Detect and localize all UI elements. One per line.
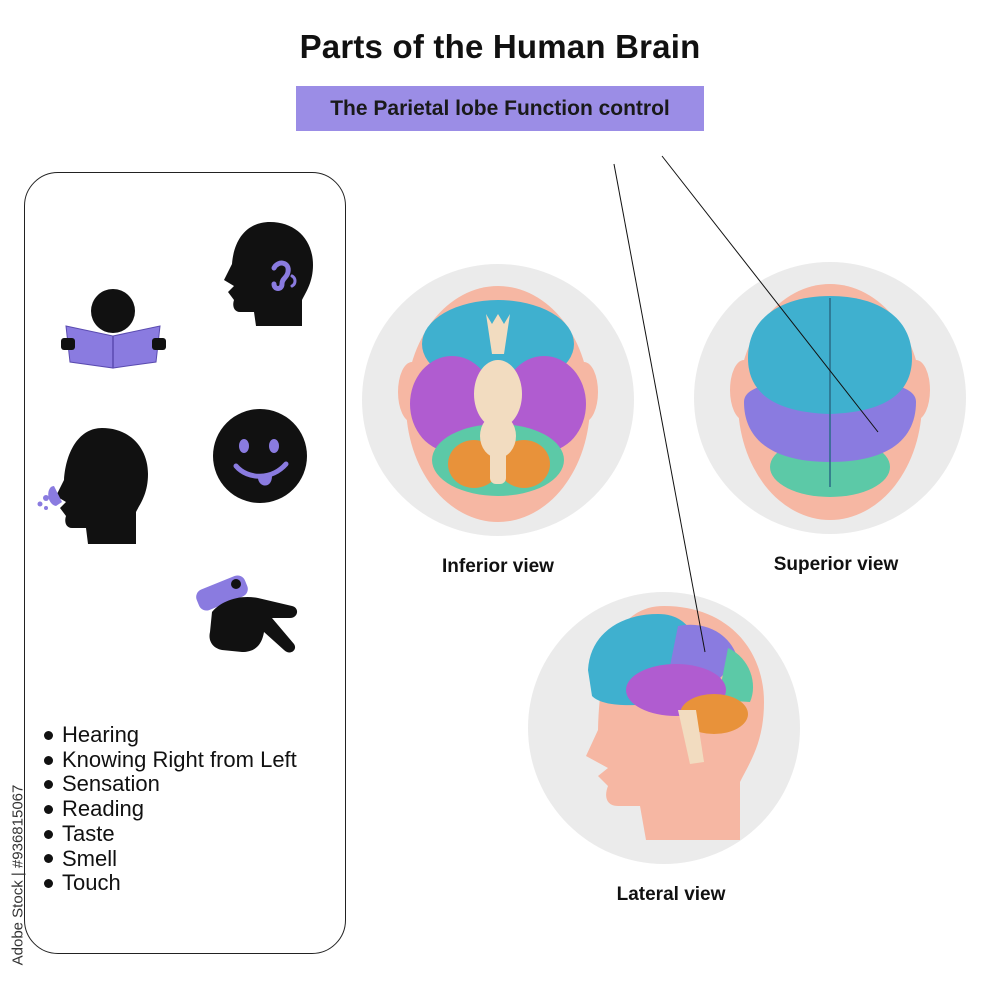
page-title: Parts of the Human Brain	[299, 28, 701, 65]
lateral-view-label: Lateral view	[616, 884, 726, 905]
lateral-view-diagram	[528, 592, 800, 864]
list-item: Reading	[44, 796, 297, 822]
touch-hand-icon	[196, 575, 298, 653]
list-item: Sensation	[44, 772, 297, 797]
functions-list: Hearing Knowing Right from Left Sensatio…	[44, 722, 297, 896]
reading-person-icon	[61, 289, 166, 369]
superior-view-label: Superior view	[773, 554, 899, 575]
hearing-head-icon	[224, 222, 313, 326]
stock-id: Adobe Stock | #936815067	[9, 784, 27, 966]
list-item: Taste	[44, 821, 297, 847]
list-item: Hearing	[44, 722, 297, 748]
taste-smiley-icon	[213, 409, 307, 503]
list-item: Touch	[44, 871, 297, 896]
subtitle-banner: The Parietal lobe Function control	[296, 86, 704, 131]
functions-panel	[24, 172, 346, 954]
list-item: Smell	[44, 846, 297, 872]
inferior-view-label: Inferior view	[442, 556, 554, 577]
list-item: Knowing Right from Left	[44, 747, 297, 773]
superior-view-diagram	[694, 262, 966, 534]
inferior-view-diagram	[362, 264, 634, 536]
smell-head-icon	[37, 428, 148, 544]
